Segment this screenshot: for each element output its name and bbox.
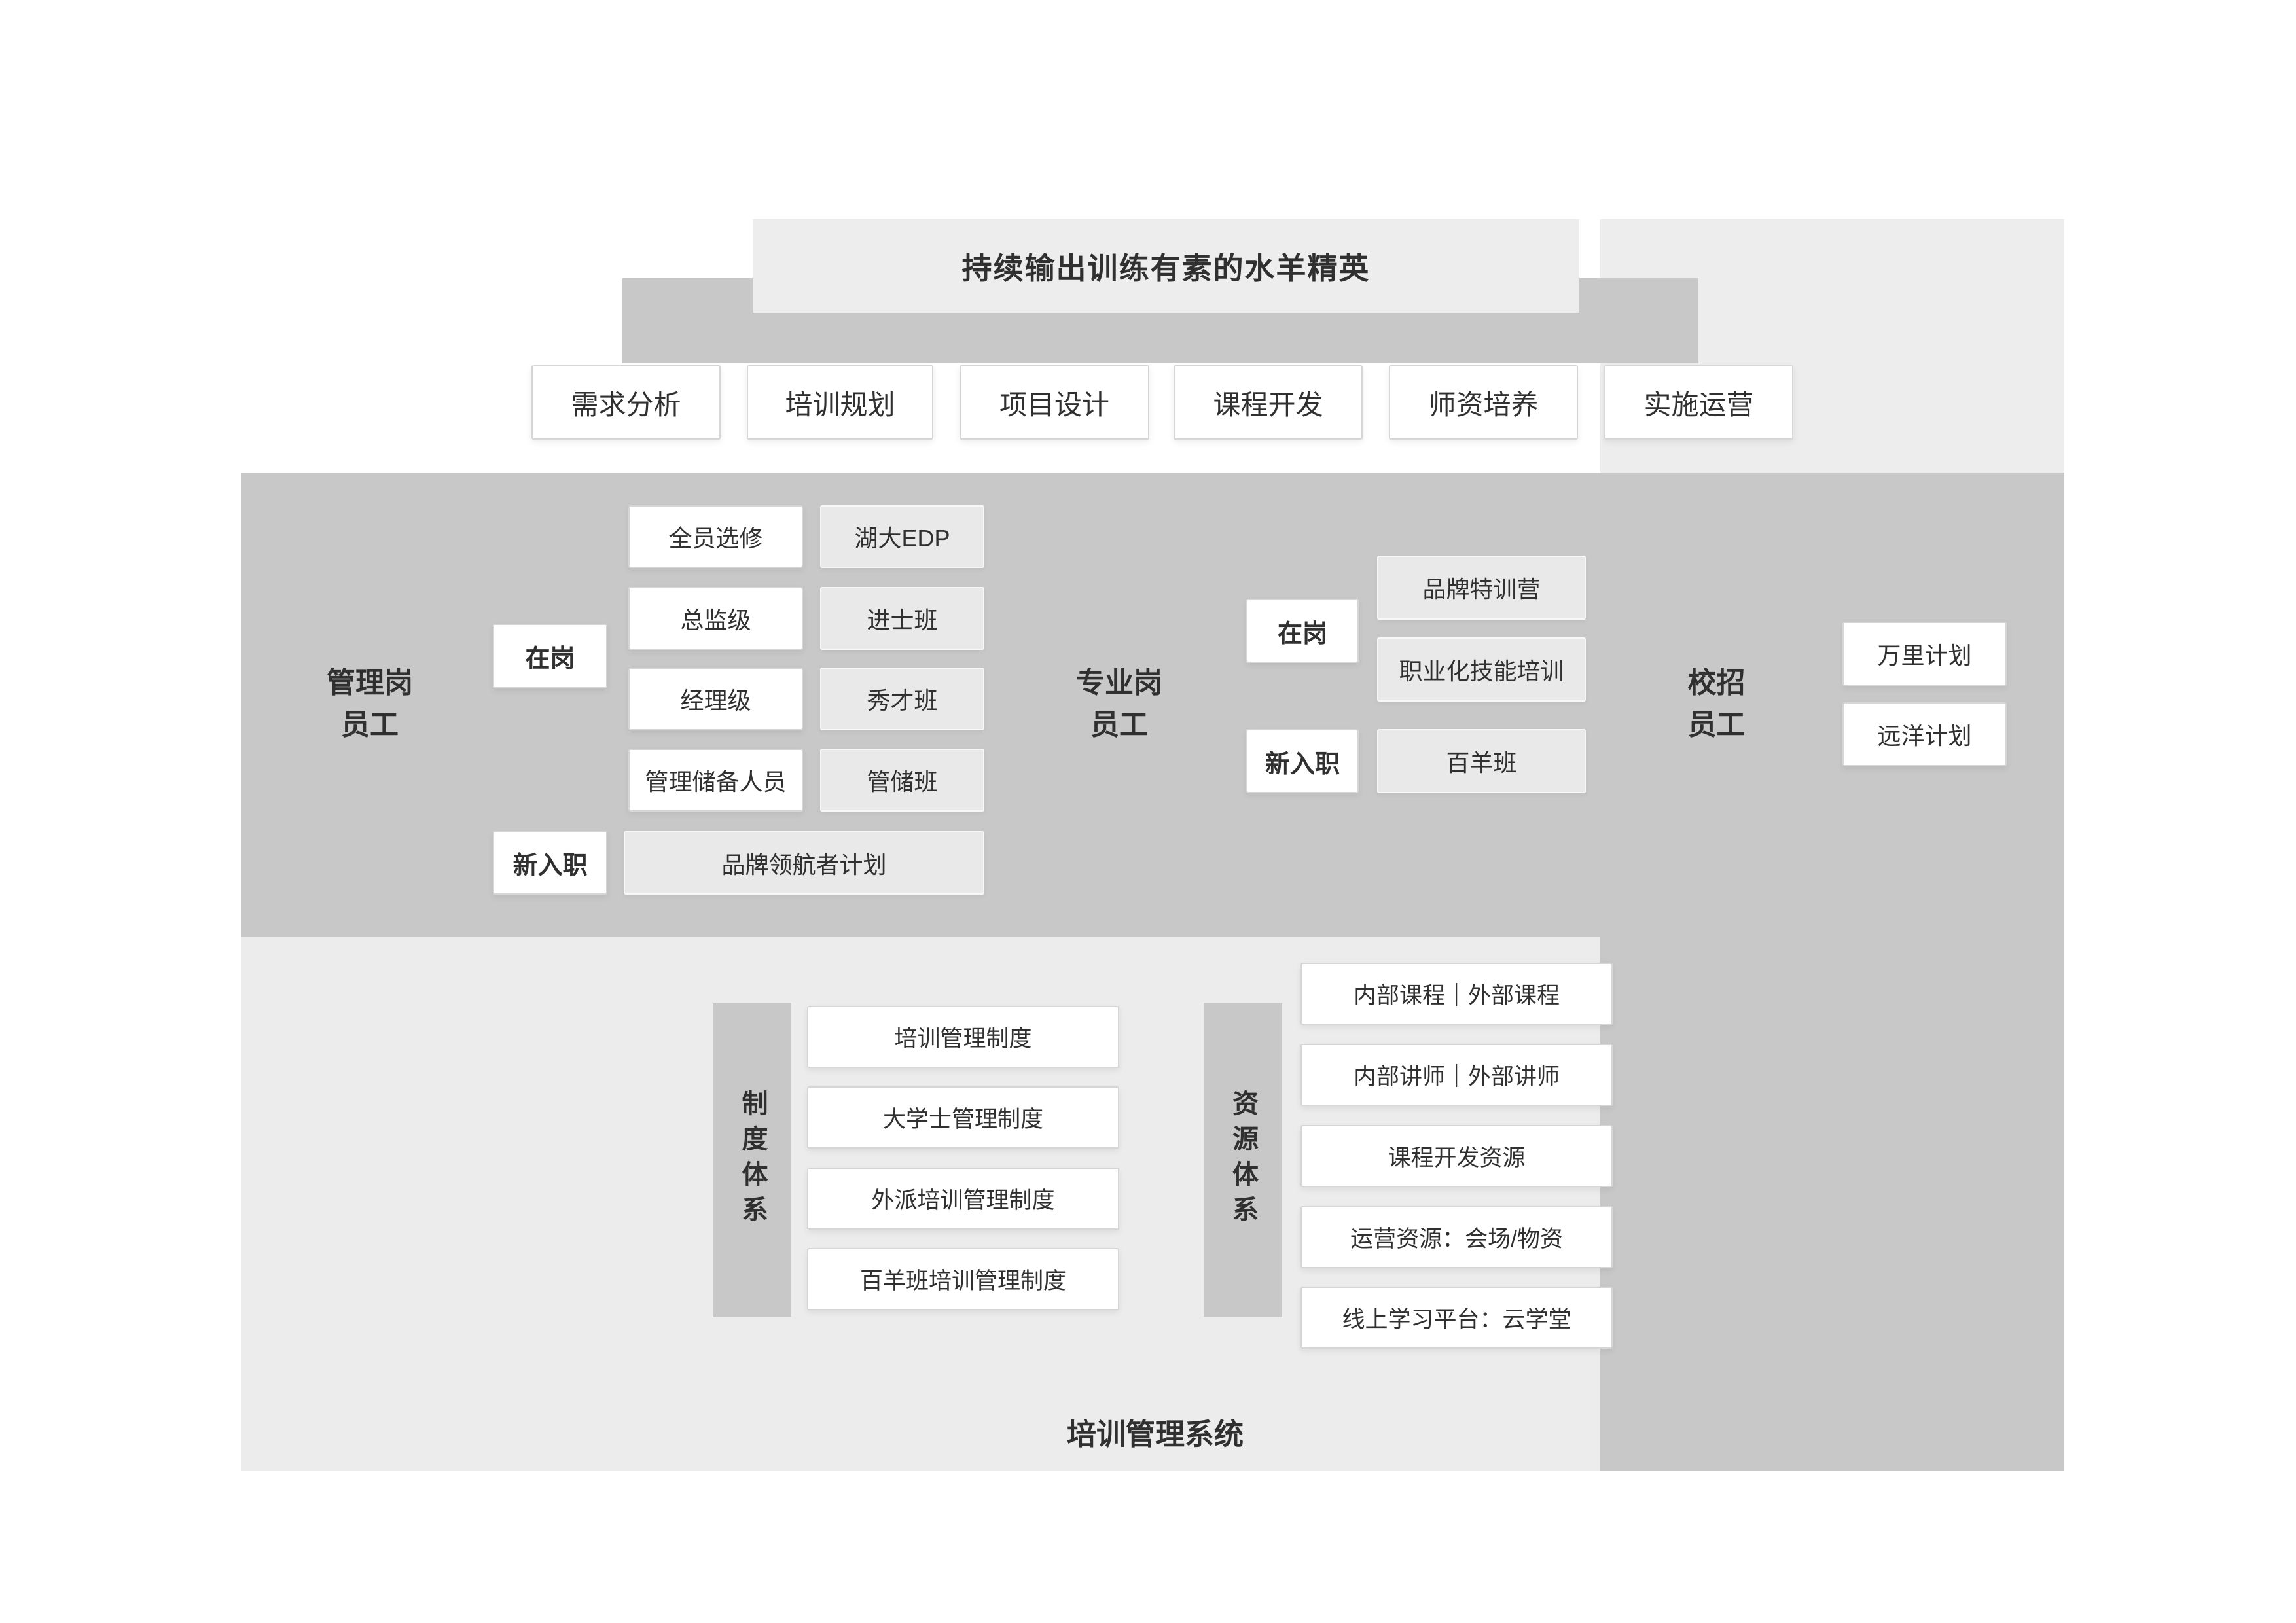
resource-item-3: 课程开发资源	[1300, 1125, 1613, 1187]
management-program-box-2: 进士班	[820, 587, 984, 650]
management-program-box-4: 管储班	[820, 749, 984, 812]
campus-program-box-2: 远洋计划	[1842, 702, 2007, 766]
resource-item-1: 内部课程｜外部课程	[1300, 963, 1613, 1025]
professional-onjob-tag: 在岗	[1246, 599, 1359, 663]
process-step-1: 需求分析	[531, 365, 721, 440]
institution-item-1: 培训管理制度	[807, 1006, 1119, 1068]
process-step-4: 课程开发	[1174, 365, 1363, 440]
management-newhire-program-box: 品牌领航者计划	[624, 831, 984, 895]
management-level-box-4: 管理储备人员	[628, 749, 803, 812]
resource-system-bar: 资源体系	[1204, 1003, 1282, 1317]
professional-newhire-program-box: 百羊班	[1377, 729, 1586, 793]
professional-section-label: 专业岗 员工	[1076, 667, 1162, 741]
institution-item-2: 大学士管理制度	[807, 1086, 1119, 1149]
management-program-box-3: 秀才班	[820, 668, 984, 730]
institution-item-3: 外派培训管理制度	[807, 1168, 1119, 1230]
process-step-2: 培训规划	[747, 365, 933, 440]
bottom-right-panel	[1600, 937, 2064, 1471]
management-level-box-2: 总监级	[628, 587, 803, 650]
management-level-box-1: 全员选修	[628, 505, 803, 568]
management-program-box-1: 湖大EDP	[820, 505, 984, 568]
resource-item-5: 线上学习平台：云学堂	[1300, 1287, 1613, 1349]
title-banner: 持续输出训练有素的水羊精英	[753, 219, 1579, 313]
resource-item-4: 运营资源：会场/物资	[1300, 1206, 1613, 1268]
professional-onjob-program-box-1: 品牌特训营	[1377, 556, 1586, 620]
institution-system-label: 制度体系	[738, 1090, 767, 1231]
process-step-3: 项目设计	[960, 365, 1149, 440]
professional-newhire-tag: 新入职	[1246, 729, 1359, 793]
management-section-label: 管理岗 员工	[327, 667, 413, 741]
footer-system-label: 培训管理系统	[1066, 1418, 1244, 1451]
campus-program-box-1: 万里计划	[1842, 622, 2007, 686]
resource-item-2: 内部讲师｜外部讲师	[1300, 1044, 1613, 1106]
resource-system-label: 资源体系	[1229, 1090, 1257, 1231]
institution-item-4: 百羊班培训管理制度	[807, 1248, 1119, 1310]
management-newhire-tag: 新入职	[493, 831, 607, 895]
campus-section-label: 校招 员工	[1687, 667, 1746, 741]
process-step-6: 实施运营	[1604, 365, 1793, 440]
process-step-5: 师资培养	[1389, 365, 1578, 440]
institution-system-bar: 制度体系	[713, 1003, 791, 1317]
management-onjob-tag: 在岗	[493, 624, 607, 688]
professional-onjob-program-box-2: 职业化技能培训	[1377, 637, 1586, 702]
management-level-box-3: 经理级	[628, 668, 803, 730]
